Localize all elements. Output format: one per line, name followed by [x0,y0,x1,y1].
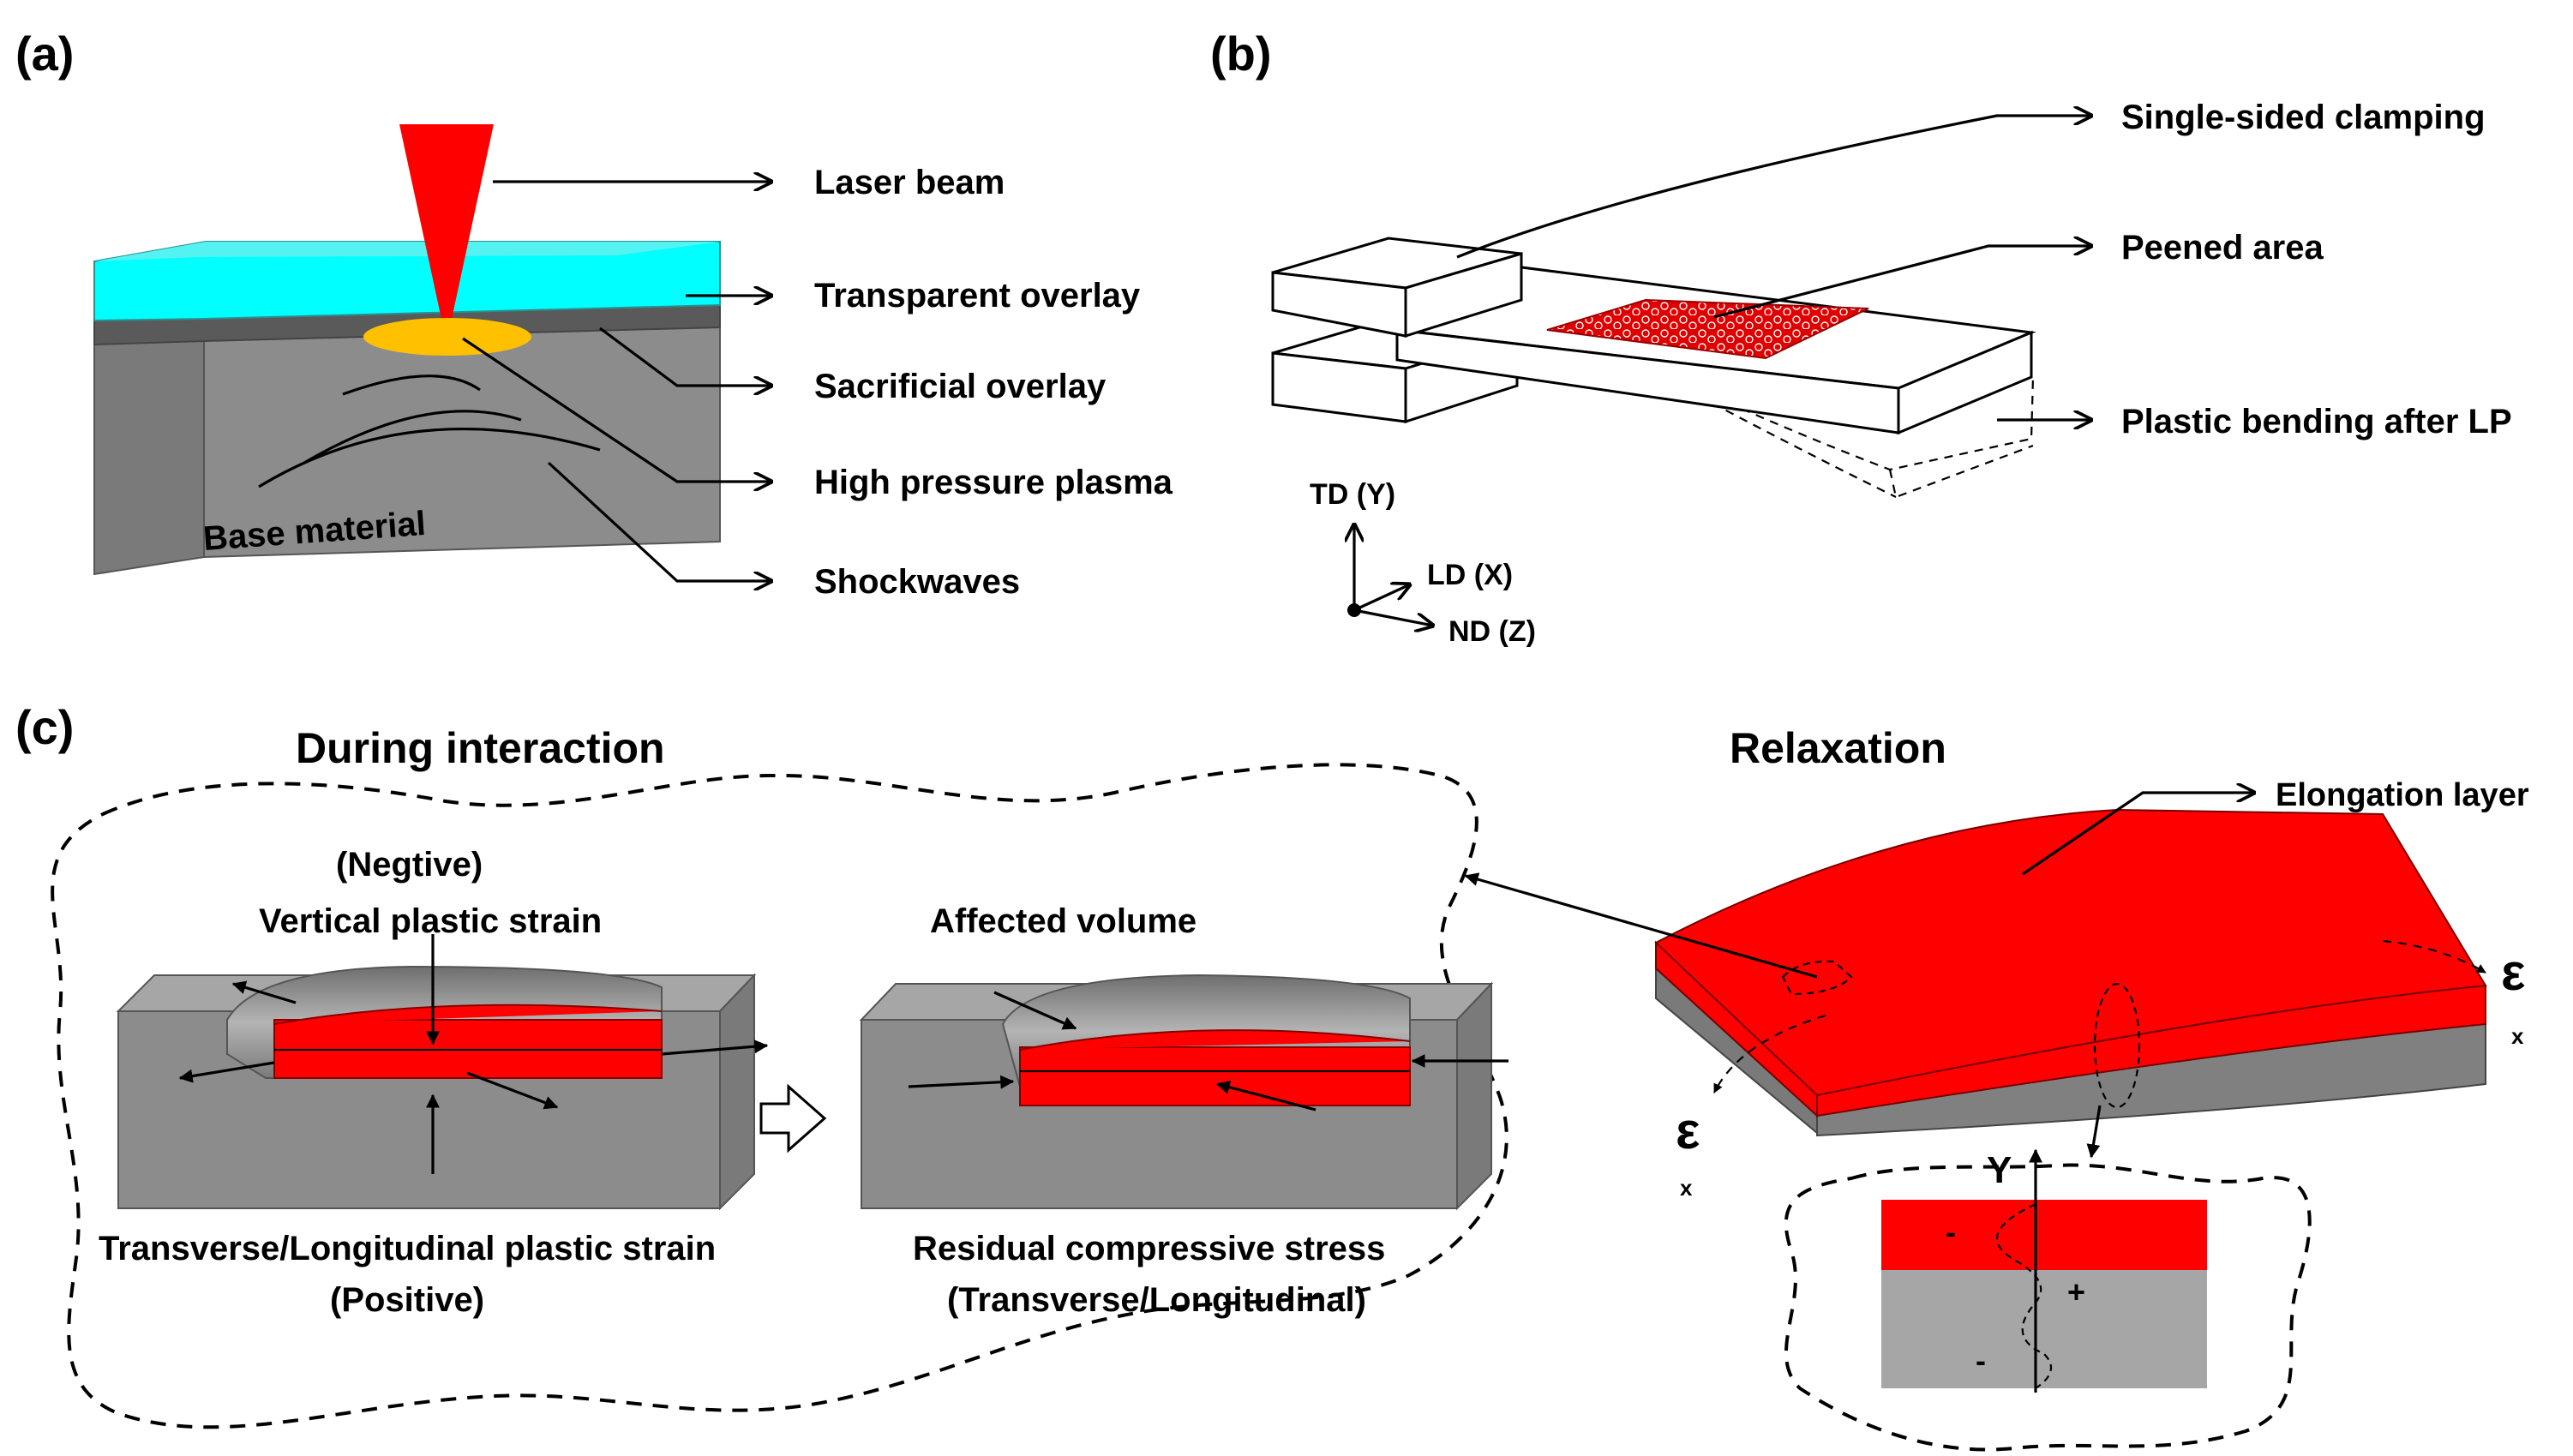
relaxed-curved-slab [1654,808,2487,1137]
axis-ld-label: LD (X) [1427,559,1513,591]
minus-sign-top: - [1946,1214,1956,1249]
axis-ld-arrow [1353,584,1410,612]
laser-beam-label: Laser beam [814,164,1005,201]
plastic-bending-label: Plastic bending after LP [2121,403,2512,440]
stress-profile-gray-layer [1881,1270,2207,1388]
minus-sign-bottom: - [1976,1343,1986,1378]
negtive-label: (Negtive) [336,846,483,884]
panel-label-a: (a) [15,27,74,81]
positive-label: (Positive) [330,1281,484,1319]
epsilon-right-subscript: x [2511,1023,2524,1049]
panel-c-diagram: During interaction Relaxation [51,724,2529,1452]
shockwave-1 [342,374,481,396]
axis-td-label: TD (Y) [1310,478,1395,511]
stress-profile-curve [1996,1203,2053,1389]
vertical-strain-label: Vertical plastic strain [259,902,602,940]
elongation-layer-surface [1654,808,2487,1097]
peened-area-label: Peened area [2121,229,2324,267]
shockwave-3 [258,427,601,488]
affected-volume-label: Affected volume [930,902,1197,940]
strain-block [116,965,757,1211]
panel-a-diagram: Base material Laser beam Transparent ove… [93,124,1173,601]
y-axis-label: Y [1987,1149,2012,1191]
elongation-layer-label: Elongation layer [2276,777,2529,813]
sacrificial-overlay-label: Sacrificial overlay [814,368,1107,405]
peened-area-patch [1546,298,1869,360]
laser-beam-cone [399,124,494,319]
transverse-longitudinal-label: (Transverse/Longitudinal) [947,1281,1366,1319]
shockwave-2 [303,410,522,464]
during-interaction-boundary [51,763,1508,1429]
transition-arrow [759,1083,827,1153]
single-sided-clamping-label: Single-sided clamping [2121,99,2486,136]
high-pressure-plasma-label: High pressure plasma [814,464,1173,501]
epsilon-right: ε [2501,944,2525,1001]
transverse-strain-label: Transverse/Longitudinal plastic strain [99,1230,716,1267]
base-block-side [93,324,207,576]
compressive-stress-layer [1019,1046,1411,1106]
axis-nd-label: ND (Z) [1448,615,1536,648]
panel-b-diagram: Single-sided clamping Peened area Plasti… [1271,99,2512,648]
relaxation-title: Relaxation [1730,724,1946,772]
plasma-ellipse [363,318,531,356]
transparent-overlay-label: Transparent overlay [814,277,1141,315]
epsilon-left: ε [1676,1102,1700,1159]
panel-label-b: (b) [1210,27,1272,81]
shockwaves-label: Shockwaves [814,563,1020,601]
stress-profile-boundary [1784,1163,2312,1452]
stress-profile-red-layer [1881,1200,2207,1270]
residual-stress-label: Residual compressive stress [913,1230,1385,1267]
axis-nd-arrow [1353,608,1433,626]
plus-sign: + [2067,1274,2085,1309]
stress-block [859,974,1494,1211]
during-interaction-title: During interaction [296,724,665,772]
epsilon-left-subscript: x [1680,1175,1693,1201]
panel-label-c: (c) [15,700,74,754]
